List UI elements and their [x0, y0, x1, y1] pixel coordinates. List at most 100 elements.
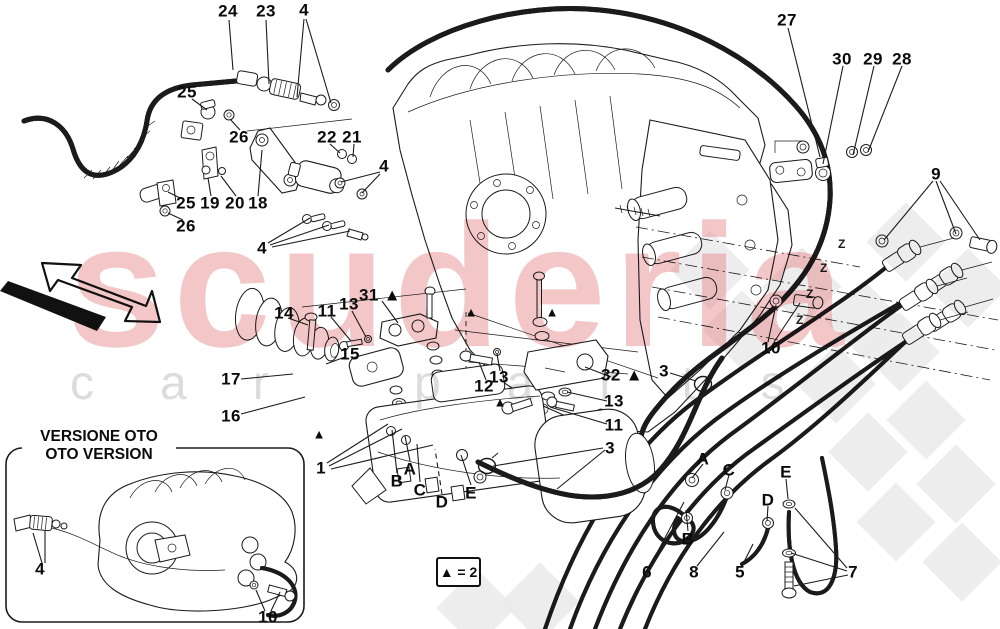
- callout-label: 26: [176, 216, 196, 236]
- leader-line: [271, 230, 351, 248]
- callout-label: 4: [35, 559, 45, 579]
- leader-line: [351, 310, 367, 338]
- callout-label: 10: [761, 338, 781, 358]
- leader-line: [229, 118, 241, 131]
- leader-line: [340, 171, 381, 183]
- callout-label: 13: [489, 367, 509, 387]
- leader-line: [822, 65, 844, 165]
- callout-label: 9: [931, 164, 941, 184]
- leader-line: [296, 18, 305, 98]
- leader-line: [305, 18, 332, 104]
- oto-inset-art: [5, 447, 305, 623]
- callout-label: 24: [218, 1, 238, 21]
- callout-label: D: [435, 492, 449, 512]
- callout-label: 1: [316, 458, 326, 478]
- callout-label: 25: [177, 82, 197, 102]
- callout-label: D: [761, 490, 775, 510]
- oto-version-title: VERSIONE OTO OTO VERSION: [22, 427, 176, 465]
- callout-label: 4: [379, 156, 389, 176]
- callout-label: B: [390, 471, 404, 491]
- braided-hose-art: [21, 70, 340, 180]
- leader-line: [696, 531, 725, 567]
- leader-line: [685, 509, 689, 532]
- leader-line: [584, 366, 612, 378]
- leader-line: [255, 589, 266, 612]
- callout-label: 18: [248, 193, 268, 213]
- bracket-cluster-art: [139, 99, 369, 241]
- callout-label: 11: [317, 301, 337, 321]
- leader-line: [785, 478, 789, 500]
- leader-line: [265, 19, 270, 85]
- legend-text: ▲ = 2: [439, 564, 478, 580]
- callout-label: 4: [299, 0, 309, 20]
- union-cluster-art: [650, 456, 839, 599]
- callout-label: 13: [339, 294, 359, 314]
- callout-label: 4: [257, 238, 267, 258]
- leader-line: [793, 574, 849, 587]
- callout-label: 12: [474, 376, 494, 396]
- z-mark: Z: [820, 261, 827, 275]
- triangle-marker: ▲: [493, 394, 507, 410]
- callout-label: 25: [176, 193, 196, 213]
- leader-line: [766, 505, 769, 522]
- leader-line: [669, 372, 697, 382]
- callout-label: 29: [863, 49, 883, 69]
- leader-line: [416, 443, 421, 483]
- leader-line: [404, 435, 411, 462]
- leader-line: [287, 317, 309, 326]
- valve-hose-art: [475, 355, 725, 497]
- callout-label: C: [722, 460, 736, 480]
- leader-line: [852, 65, 875, 156]
- callout-label: E: [780, 462, 792, 482]
- leader-line: [939, 180, 981, 241]
- callout-label: 23: [256, 1, 276, 21]
- leader-line: [790, 552, 848, 572]
- leader-line: [434, 448, 443, 495]
- leader-line: [330, 444, 434, 470]
- callout-label: 26: [229, 127, 249, 147]
- leader-line: [794, 507, 848, 569]
- leader-line: [167, 191, 181, 199]
- callout-label: 15: [340, 344, 360, 364]
- leader-line: [269, 224, 330, 246]
- leader-line: [391, 429, 398, 474]
- callout-label: E: [465, 483, 477, 503]
- z-mark: Z: [838, 237, 845, 251]
- leader-line: [325, 356, 346, 365]
- triangle-marker: ▲: [312, 426, 326, 442]
- leader-line: [191, 98, 208, 111]
- leader-line: [32, 532, 43, 564]
- leader-line: [329, 143, 341, 154]
- leader-line: [328, 428, 403, 467]
- leader-line: [228, 19, 234, 71]
- leader-line: [381, 300, 399, 324]
- leader-lines-layer: [32, 18, 981, 612]
- callout-label: 19: [200, 193, 220, 213]
- watermark-layer: scuderia car parts: [68, 189, 1000, 629]
- callout-label: 16: [221, 406, 241, 426]
- leader-line: [741, 543, 754, 567]
- direction-arrow: [0, 261, 162, 331]
- callout-label: A: [403, 459, 417, 479]
- leader-line: [867, 65, 903, 153]
- leader-line: [478, 361, 487, 381]
- callout-label: C: [413, 480, 427, 500]
- triangle-marker: ▲: [464, 304, 478, 320]
- callout-label: 32 ▲: [600, 365, 644, 385]
- leader-line: [267, 217, 311, 244]
- leader-line: [361, 173, 381, 194]
- leader-line: [240, 373, 294, 380]
- leader-line: [167, 212, 184, 221]
- leader-line: [649, 501, 685, 567]
- callout-label: 20: [225, 193, 245, 213]
- legend-box: ▲ = 2: [436, 557, 481, 587]
- callout-label: 10: [258, 607, 278, 627]
- leader-line: [352, 143, 355, 158]
- callout-label: 5: [735, 562, 745, 582]
- callout-label: 3: [659, 361, 669, 381]
- leader-line: [492, 447, 604, 467]
- callout-label: 27: [777, 10, 797, 30]
- leader-line: [556, 449, 606, 490]
